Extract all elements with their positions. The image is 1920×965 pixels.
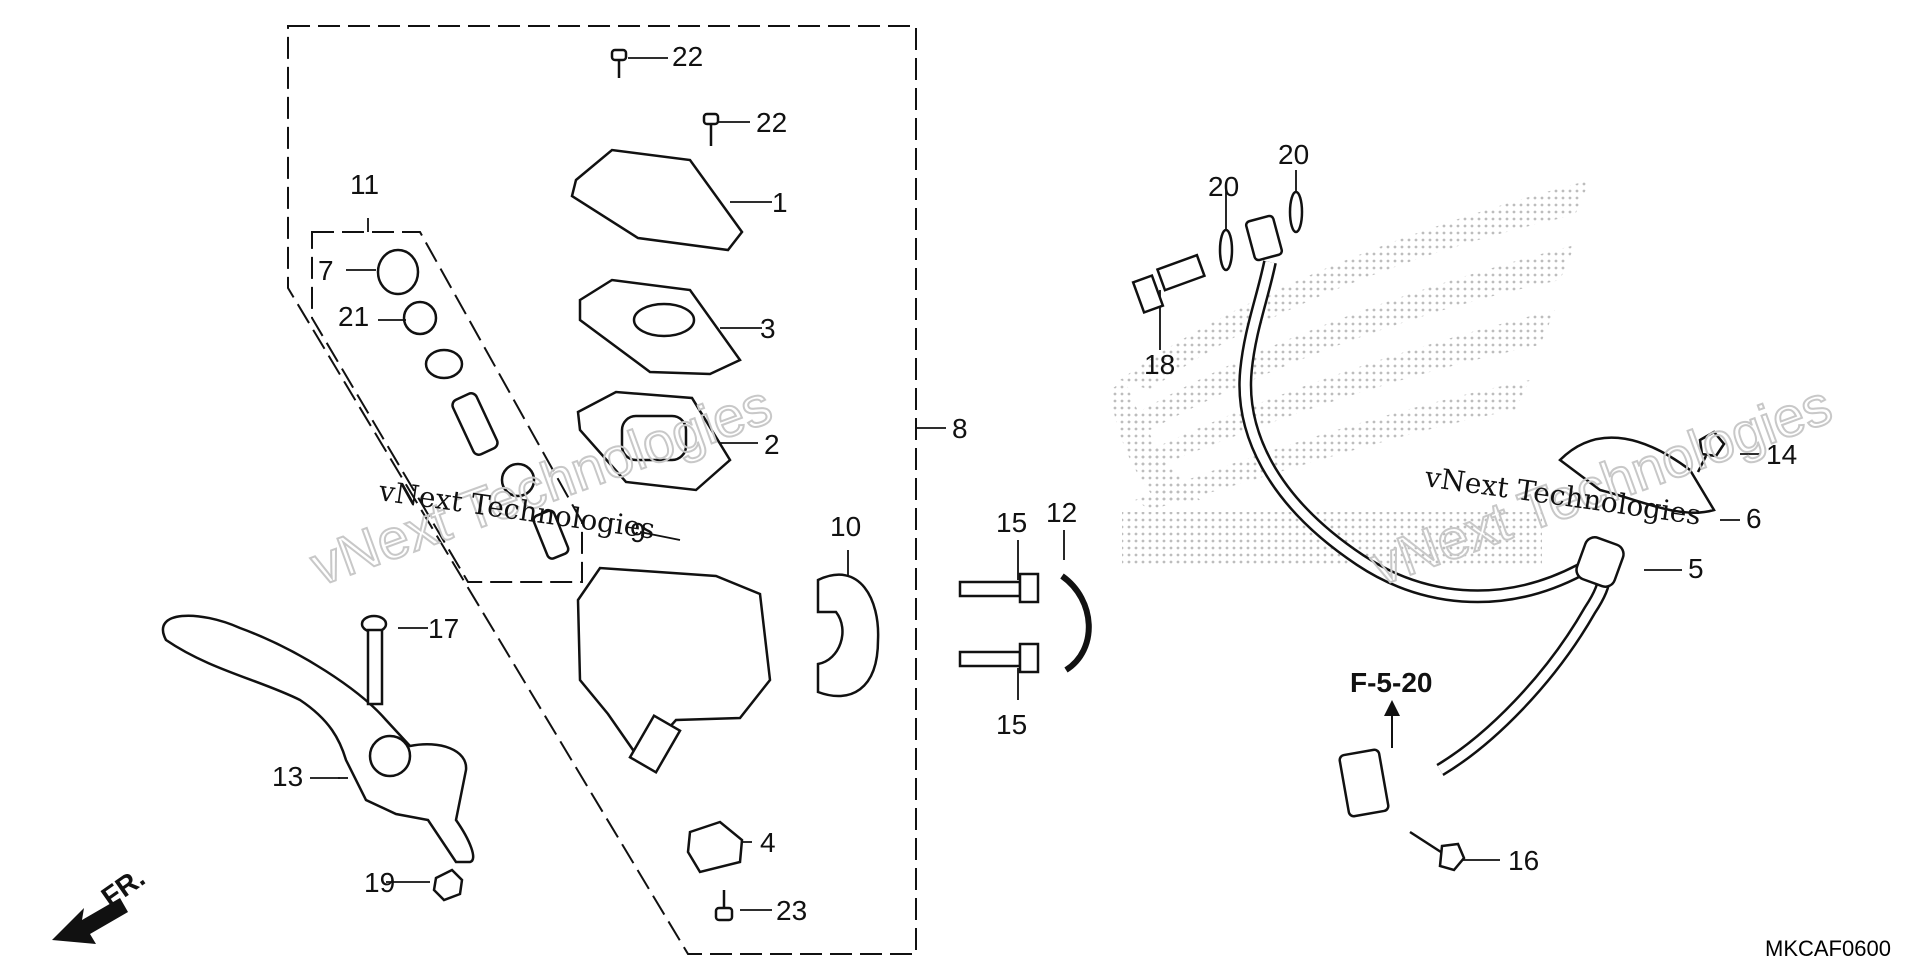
callout-20-left: 20 — [1208, 171, 1239, 202]
callout-22-lower: 22 — [756, 107, 787, 138]
hose-joint — [1338, 748, 1390, 818]
watermark-left: vNext Technologies — [303, 372, 780, 597]
boot — [376, 248, 420, 296]
diagram-code: MKCAF0600 — [1765, 936, 1891, 960]
screw-22-lower — [702, 112, 720, 146]
piston — [451, 392, 499, 456]
master-cylinder-body — [576, 566, 772, 763]
direction-label: FR. — [96, 862, 151, 913]
callout-5: 5 — [1688, 553, 1704, 584]
callout-4: 4 — [760, 827, 776, 858]
reference-label: F-5-20 — [1350, 667, 1432, 698]
callout-19: 19 — [364, 867, 395, 898]
banjo-fitting — [1244, 214, 1284, 262]
callout-14: 14 — [1766, 439, 1797, 470]
bolt-15-upper — [958, 572, 1040, 604]
callout-15-upper: 15 — [996, 507, 1027, 538]
bolt-15-lower — [958, 642, 1040, 674]
diaphragm-plate — [578, 278, 742, 376]
assembly-outline — [287, 25, 917, 955]
callout-23: 23 — [776, 895, 807, 926]
circlip — [402, 300, 438, 336]
callout-labels: 1 2 3 4 5 6 7 8 9 10 11 12 13 14 15 15 1… — [272, 41, 1797, 926]
callout-2: 2 — [764, 429, 780, 460]
screw-22-top — [610, 48, 628, 78]
banjo-bolt — [1131, 253, 1207, 315]
switch — [686, 820, 744, 874]
hose-grommet — [1575, 536, 1625, 588]
screw-23 — [714, 890, 734, 922]
seal — [424, 348, 464, 380]
callout-22-top: 22 — [672, 41, 703, 72]
diaphragm — [576, 390, 732, 492]
spring — [532, 509, 570, 560]
callout-18: 18 — [1144, 349, 1175, 380]
callout-7: 7 — [318, 255, 334, 286]
sealing-washer-a — [1218, 228, 1234, 272]
pivot-bolt — [360, 614, 388, 706]
callout-9: 9 — [630, 517, 646, 548]
front-direction-arrow: FR. — [52, 862, 150, 944]
callout-3: 3 — [760, 313, 776, 344]
sealing-washer-b — [1288, 190, 1304, 234]
callout-12: 12 — [1046, 497, 1077, 528]
callout-1: 1 — [772, 187, 788, 218]
callout-17: 17 — [428, 613, 459, 644]
callout-6: 6 — [1746, 503, 1762, 534]
callout-10: 10 — [830, 511, 861, 542]
hose-clamp — [1558, 436, 1716, 514]
callout-21: 21 — [338, 301, 369, 332]
callout-16: 16 — [1508, 845, 1539, 876]
callout-15-lower: 15 — [996, 709, 1027, 740]
callout-8: 8 — [952, 413, 968, 444]
callout-13: 13 — [272, 761, 303, 792]
cup — [500, 462, 536, 498]
flange-bolt — [1409, 830, 1466, 872]
callout-20-right: 20 — [1278, 139, 1309, 170]
reference-marker: F-5-20 — [1350, 667, 1432, 748]
clamp — [1060, 573, 1092, 673]
nut — [432, 868, 464, 902]
brake-lever — [161, 614, 475, 864]
parts — [161, 48, 1726, 922]
holder — [816, 573, 880, 698]
bolt-14 — [1696, 430, 1726, 473]
callout-11: 11 — [350, 169, 379, 200]
reservoir-cap — [570, 148, 744, 252]
